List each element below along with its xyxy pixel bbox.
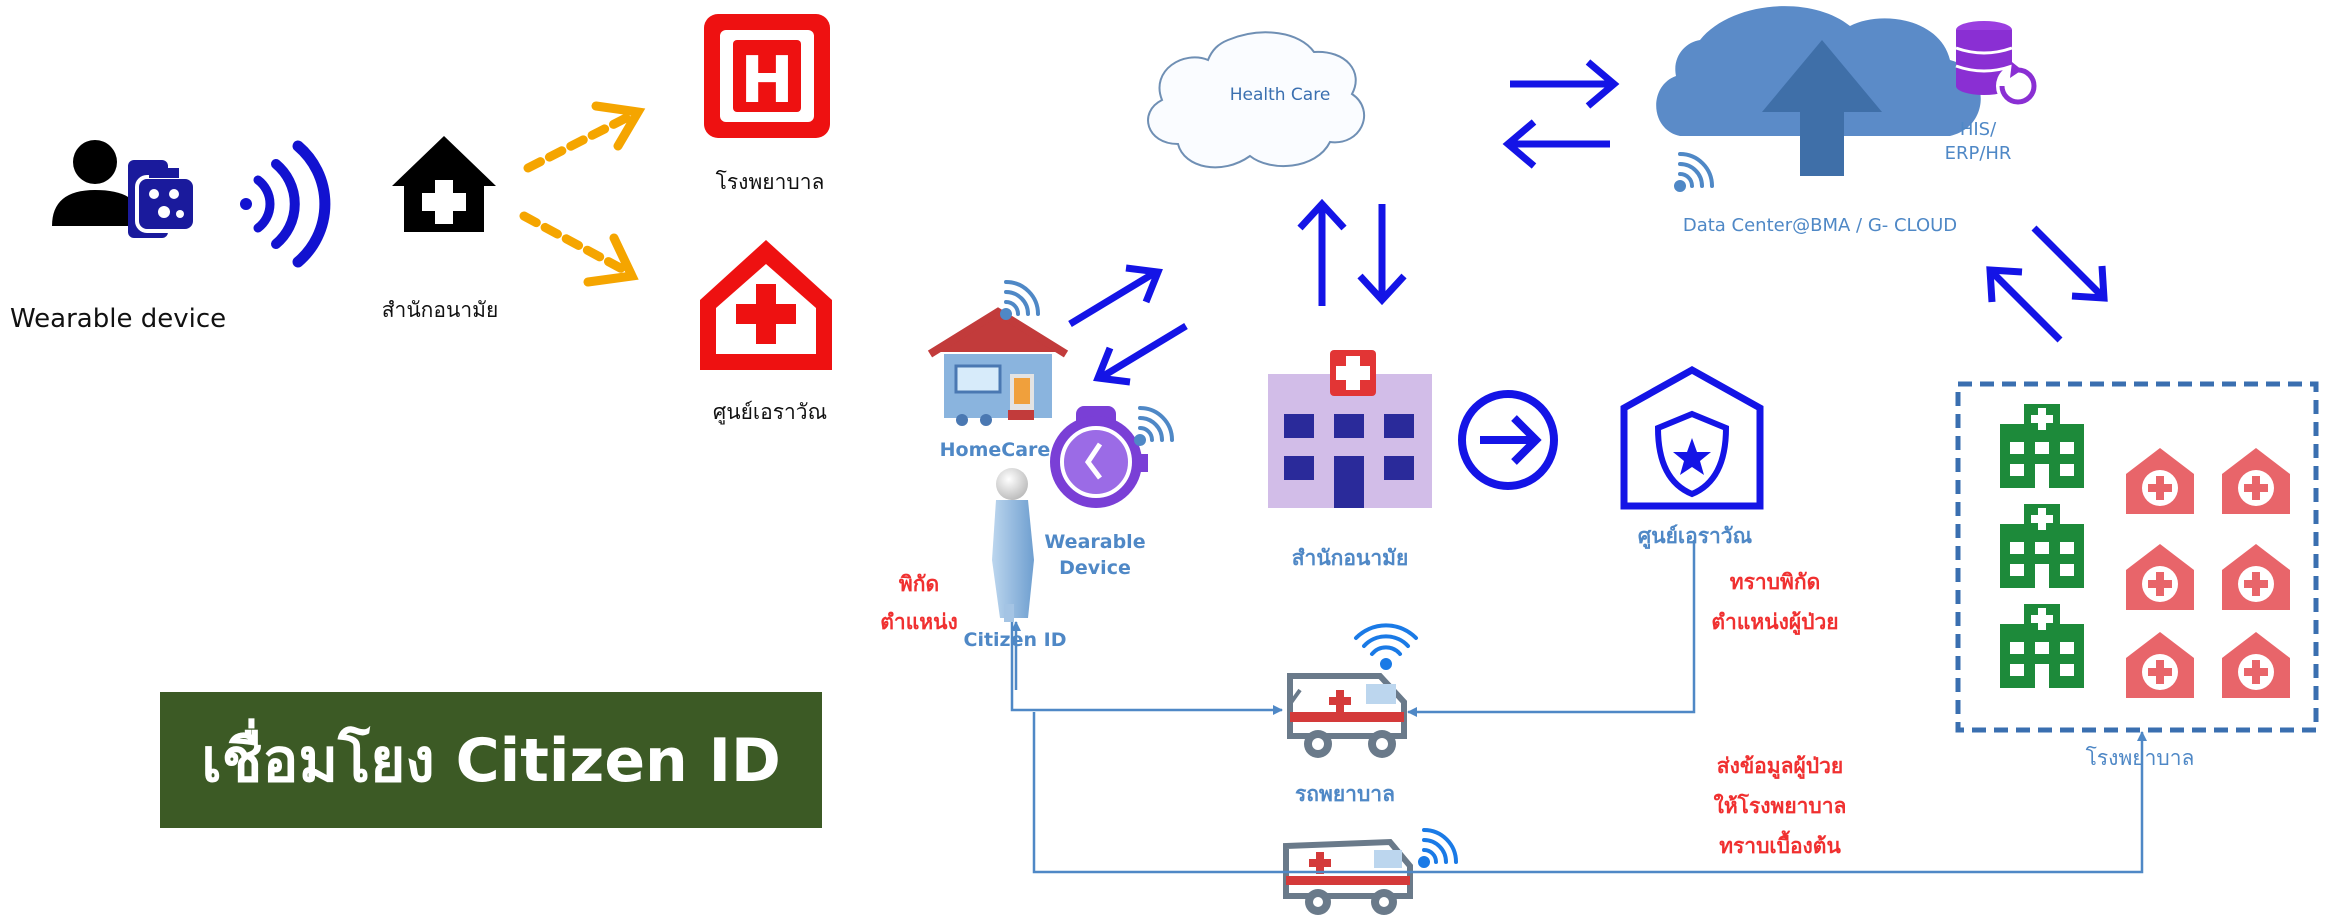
homecare-house-icon <box>927 307 1069 426</box>
red-clinic-icons <box>2126 448 2290 698</box>
elderly-center-left-label: ศูนย์เอราวัณ <box>712 400 828 424</box>
datacenter-hospital-exchange-arrows <box>1986 225 2108 343</box>
ambulance-2-wifi-icon <box>1418 828 1458 868</box>
orange-arrow-to-center <box>519 211 639 287</box>
wireless-signal-icon <box>240 140 331 268</box>
wearable-device-line2: Device <box>1059 557 1131 579</box>
ambulance-label: รถพยาบาล <box>1295 782 1395 806</box>
connector-lines <box>1010 540 2147 874</box>
hospital-left-label: โรงพยาบาล <box>715 170 825 194</box>
hospital-sign-letter: H <box>740 44 794 118</box>
know-location-line1: ทราบพิกัด <box>1729 570 1821 594</box>
send-data-line1: ส่งข้อมูลผู้ป่วย <box>1716 754 1844 778</box>
forward-circle-arrow-icon <box>1458 390 1558 490</box>
location-label-line2: ตำแหน่ง <box>880 610 958 634</box>
citizen-id-banner: เชื่อมโยง Citizen ID <box>160 692 822 828</box>
health-care-cloud-label: Health Care <box>1229 85 1331 105</box>
wearable-device-label: Wearable device <box>10 304 227 334</box>
patient-figure-icon <box>992 468 1034 622</box>
data-center-cloud-icon <box>1656 6 1981 176</box>
hospital-h-icon: H <box>704 14 830 138</box>
hospital-group-label: โรงพยาบาล <box>2085 746 2195 770</box>
health-office-left-label: สำนักอนามัย <box>381 298 499 322</box>
his-label-line2: ERP/HR <box>1944 143 2012 164</box>
orange-arrow-to-hospital <box>523 101 646 173</box>
hospital-group-frame <box>1955 381 2319 733</box>
green-hospital-icons <box>2000 404 2084 688</box>
database-sync-icon <box>1955 21 2040 108</box>
homecare-wifi-icon <box>1000 280 1040 320</box>
his-label-line1: HIS/ <box>1959 119 1997 140</box>
health-office-house-icon <box>392 136 496 232</box>
health-office-label: สำนักอนามัย <box>1291 546 1409 570</box>
smartwatch-icon <box>1050 406 1148 508</box>
health-office-building-icon <box>1268 350 1432 508</box>
watch-wifi-icon <box>1134 406 1174 446</box>
homecare-office-exchange-arrows <box>1068 264 1188 386</box>
send-data-line3: ทราบเบื้องต้น <box>1719 834 1841 858</box>
location-label-line1: พิกัด <box>898 572 940 596</box>
send-data-line2: ให้โรงพยาบาล <box>1713 794 1847 818</box>
cloud-datacenter-exchange-arrows <box>1502 59 1620 169</box>
ambulance-icon <box>1287 673 1407 758</box>
cloud-office-exchange-arrows <box>1297 198 1407 306</box>
data-center-label: Data Center@BMA / G- CLOUD <box>1682 215 1958 236</box>
know-location-line2: ตำแหน่งผู้ป่วย <box>1711 610 1839 634</box>
ambulance-2-icon <box>1283 838 1413 915</box>
homecare-label: HomeCare <box>939 439 1051 461</box>
erawan-center-label: ศูนย์เอราวัณ <box>1637 524 1753 548</box>
health-care-cloud-icon <box>1147 31 1365 169</box>
wearable-device-line1: Wearable <box>1044 531 1146 553</box>
wearable-person-icon <box>52 140 197 238</box>
citizen-id-label: Citizen ID <box>963 629 1067 651</box>
data-center-wifi-icon <box>1674 152 1714 192</box>
ambulance-wifi-icon <box>1354 623 1418 670</box>
elderly-center-house-icon <box>700 240 832 370</box>
erawan-center-icon <box>1620 365 1764 510</box>
